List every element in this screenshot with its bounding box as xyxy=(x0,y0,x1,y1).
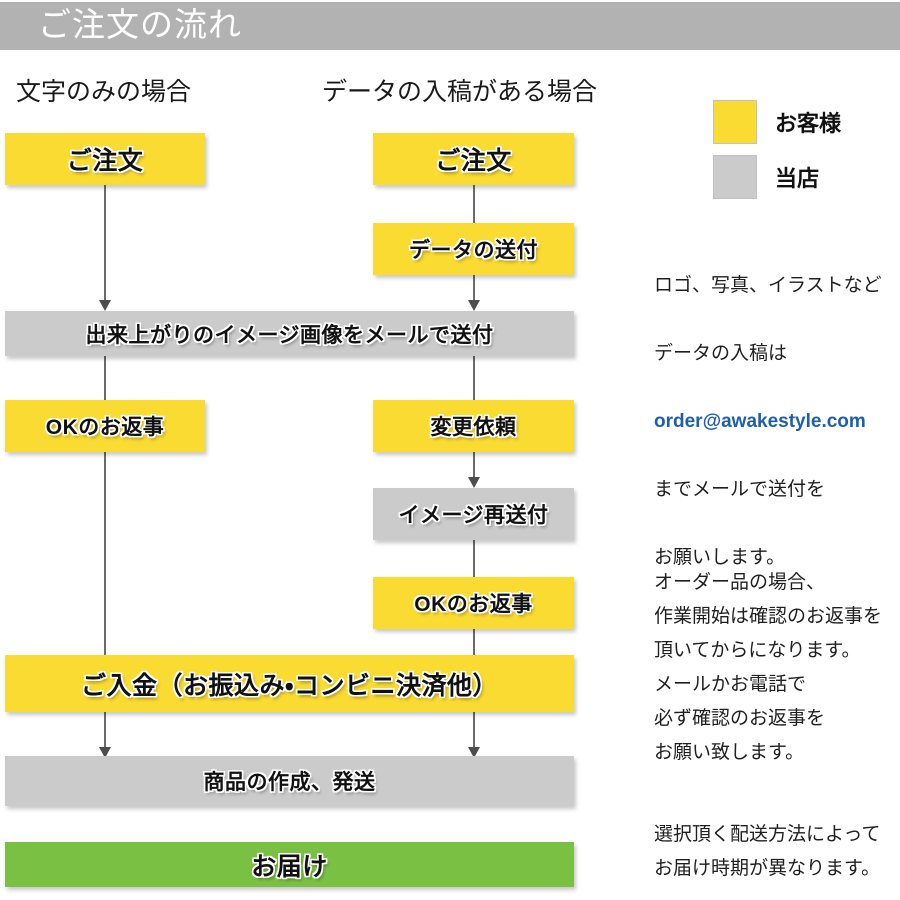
flow-box-make-ship[interactable]: 商品の作成、発送 xyxy=(5,756,574,806)
connector-right-order-to-senddata xyxy=(473,185,475,223)
note-line-1: ロゴ、写真、イラストなど xyxy=(654,275,882,296)
flow-box-label: OKのお返事 xyxy=(414,593,533,616)
flow-box-label: OKのお返事 xyxy=(45,416,165,439)
connector-left-order-to-image xyxy=(104,185,106,303)
column-heading-text-only: 文字のみの場合 xyxy=(16,78,192,106)
legend-swatch-shop xyxy=(713,155,757,199)
page-title: ご注文の流れ xyxy=(38,6,242,43)
flow-box-delivery[interactable]: お届け xyxy=(5,842,574,887)
flow-box-label: ご注文 xyxy=(66,147,144,175)
note-order-confirmation: オーダー品の場合、 作業開始は確認のお返事を 頂いてからになります。 メールかお… xyxy=(654,572,883,763)
note-shipping: 選択頂く配送方法によって お届け時期が異なります。 xyxy=(654,824,881,879)
note-line-5: お願いします。 xyxy=(654,547,786,568)
flow-box-label: ご入金（お振込み・コンビニ決済他） xyxy=(80,671,498,700)
legend-swatch-customer xyxy=(713,100,757,144)
flow-box-label: お届け xyxy=(251,852,328,881)
note-line-4: までメールで送付を xyxy=(654,479,826,500)
connector-right-payment-to-ship xyxy=(473,712,475,756)
connector-left-ok-to-payment xyxy=(104,452,106,660)
flow-box-ok-reply-left[interactable]: OKのお返事 xyxy=(5,400,205,452)
connector-right-senddata-to-image xyxy=(473,275,475,303)
note-line-2: データの入稿は xyxy=(654,343,788,364)
note-data-submission: ロゴ、写真、イラストなど データの入稿は order@awakestyle.co… xyxy=(654,235,882,609)
arrow-head-left-order-to-image xyxy=(99,300,111,311)
arrow-head-right-change-to-resend xyxy=(468,477,480,488)
flow-box-send-image[interactable]: 出来上がりのイメージ画像をメールで送付 xyxy=(5,311,574,356)
connector-right-resend-to-ok xyxy=(473,540,475,579)
flow-box-label: 出来上がりのイメージ画像をメールで送付 xyxy=(85,323,494,347)
connector-left-image-to-ok xyxy=(104,356,106,402)
flow-box-order-left[interactable]: ご注文 xyxy=(5,133,205,185)
flow-box-ok-reply-right[interactable]: OKのお返事 xyxy=(373,577,574,629)
flow-box-send-data[interactable]: データの送付 xyxy=(373,223,574,275)
legend-label-shop: 当店 xyxy=(775,166,820,191)
arrow-head-right-payment-to-ship xyxy=(468,747,480,758)
connector-left-payment-to-ship xyxy=(104,712,106,756)
legend-label-customer: お客様 xyxy=(775,111,842,136)
header-bar xyxy=(0,2,900,50)
column-heading-with-data: データの入稿がある場合 xyxy=(322,78,598,106)
email-address-link[interactable]: order@awakestyle.com xyxy=(654,411,866,432)
flow-box-label: 商品の作成、発送 xyxy=(203,771,376,794)
flow-box-label: データの送付 xyxy=(409,239,538,262)
arrow-head-left-payment-to-ship xyxy=(99,747,111,758)
flow-box-change-request[interactable]: 変更依頼 xyxy=(373,400,574,452)
flow-box-label: イメージ再送付 xyxy=(398,504,549,527)
flow-box-resend-image[interactable]: イメージ再送付 xyxy=(373,488,574,540)
connector-right-ok-to-payment xyxy=(473,629,475,662)
connector-right-change-to-resend xyxy=(473,452,475,482)
connector-right-image-to-change xyxy=(473,356,475,402)
flow-box-label: ご注文 xyxy=(435,147,512,175)
arrow-head-right-senddata-to-image xyxy=(468,300,480,311)
flow-box-order-right[interactable]: ご注文 xyxy=(373,133,574,185)
flow-box-payment[interactable]: ご入金（お振込み・コンビニ決済他） xyxy=(5,655,574,712)
flow-box-label: 変更依頼 xyxy=(430,416,517,439)
